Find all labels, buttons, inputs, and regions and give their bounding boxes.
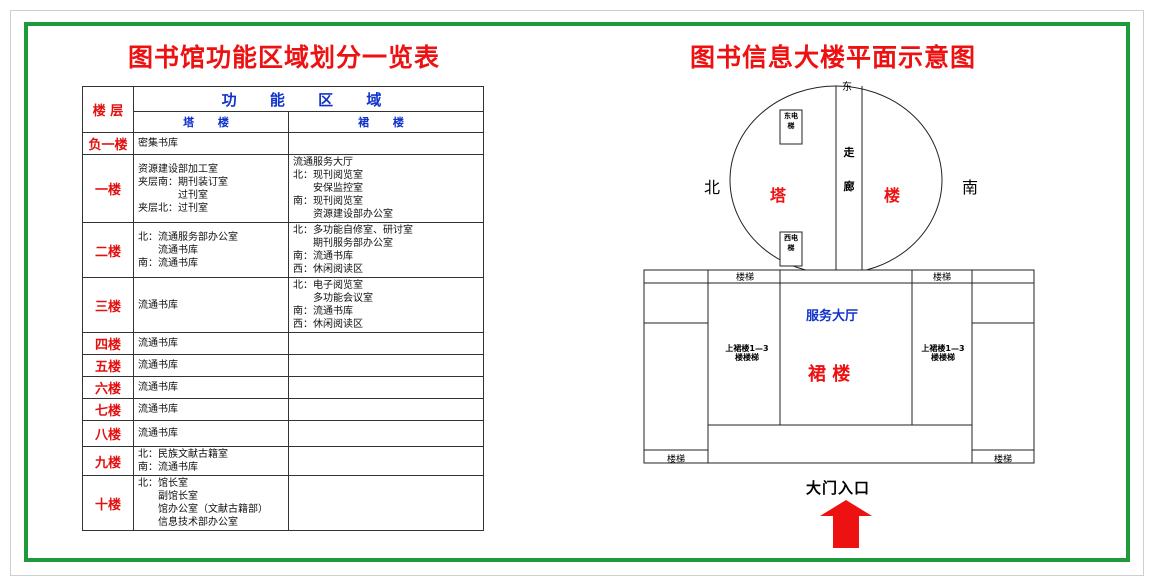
- function-zone-table: 楼 层 功 能 区 域 塔 楼 裙 楼 负一楼密集书库一楼资源建设部加工室 夹层…: [82, 86, 484, 531]
- floor-cell: 八楼: [82, 420, 134, 447]
- table-row: 八楼流通书库: [82, 420, 484, 447]
- podium-cell: 北：电子阅览室 多功能会议室 南：流通书库 西：休闲阅读区: [288, 277, 484, 333]
- east-elevator-label: 东电梯: [784, 112, 798, 130]
- tower-cell: 流通书库: [133, 420, 289, 447]
- floor-cell: 六楼: [82, 376, 134, 399]
- north-label: 北: [704, 178, 721, 197]
- tower-cell: 流通书库: [133, 277, 289, 333]
- floor-cell: 九楼: [82, 446, 134, 476]
- stairs-label-top-right: 楼梯: [932, 273, 951, 283]
- table-row: 十楼北：馆长室 副馆长室 馆办公室（文献古籍部） 信息技术部办公室: [82, 475, 484, 531]
- left-title: 图书馆功能区域划分一览表: [128, 43, 441, 72]
- stairs-label-bottom-left: 楼梯: [666, 455, 685, 465]
- table-row: 三楼流通书库北：电子阅览室 多功能会议室 南：流通书库 西：休闲阅读区: [82, 277, 484, 333]
- tower-cell: 北：馆长室 副馆长室 馆办公室（文献古籍部） 信息技术部办公室: [133, 475, 289, 531]
- east-elevator-box: [779, 109, 803, 145]
- west-elevator-box: [779, 231, 803, 267]
- floor-cell: 二楼: [82, 222, 134, 278]
- tower-cell: 资源建设部加工室 夹层南：期刊装订室 过刊室 夹层北：过刊室: [133, 154, 289, 223]
- podium-cell: 流通服务大厅 北：现刊阅览室 安保监控室 南：现刊阅览室 资源建设部办公室: [288, 154, 484, 223]
- south-label: 南: [962, 178, 979, 197]
- stairs-up-label-right: 上裙楼1—3楼楼梯: [921, 344, 965, 362]
- podium-outline: [643, 269, 1035, 464]
- podium-cell: [288, 446, 484, 476]
- floor-cell: 四楼: [82, 332, 134, 355]
- service-hall-label: 服务大厅: [806, 309, 859, 324]
- podium-cell: [288, 475, 484, 531]
- corridor-label: 走廊: [843, 146, 855, 193]
- floor-cell: 三楼: [82, 277, 134, 333]
- stairs-up-label-left: 上裙楼1—3楼楼梯: [725, 344, 769, 362]
- tower-label-2: 楼: [884, 186, 901, 205]
- table-row: 九楼北：民族文献古籍室 南：流通书库: [82, 446, 484, 476]
- podium-cell: 北：多功能自修室、研讨室 期刊服务部办公室 南：流通书库 西：休闲阅读区: [288, 222, 484, 278]
- green-frame: [24, 22, 1130, 562]
- right-title: 图书信息大楼平面示意图: [690, 43, 977, 72]
- entrance-label: 大门入口: [806, 479, 871, 497]
- stairs-label-top-left: 楼梯: [735, 273, 754, 283]
- east-label: 东: [842, 82, 852, 93]
- entrance-arrow-icon: [820, 500, 872, 548]
- table-row: 二楼北：流通服务部办公室 流通书库 南：流通书库北：多功能自修室、研讨室 期刊服…: [82, 222, 484, 278]
- table-row: 四楼流通书库: [82, 332, 484, 355]
- floor-cell: 五楼: [82, 354, 134, 377]
- function-header: 功 能 区 域: [133, 86, 484, 112]
- tower-label-1: 塔: [770, 186, 787, 205]
- floor-cell: 一楼: [82, 154, 134, 223]
- tower-cell: 北：流通服务部办公室 流通书库 南：流通书库: [133, 222, 289, 278]
- podium-cell: [288, 420, 484, 447]
- floor-header: 楼 层: [82, 86, 134, 133]
- table-row: 一楼资源建设部加工室 夹层南：期刊装订室 过刊室 夹层北：过刊室流通服务大厅 北…: [82, 154, 484, 223]
- podium-label: 裙 楼: [808, 364, 851, 385]
- floor-cell: 十楼: [82, 475, 134, 531]
- outer-border: [10, 10, 1144, 576]
- tower-cell: 北：民族文献古籍室 南：流通书库: [133, 446, 289, 476]
- stairs-label-bottom-right: 楼梯: [993, 455, 1012, 465]
- west-elevator-label: 西电梯: [784, 234, 798, 252]
